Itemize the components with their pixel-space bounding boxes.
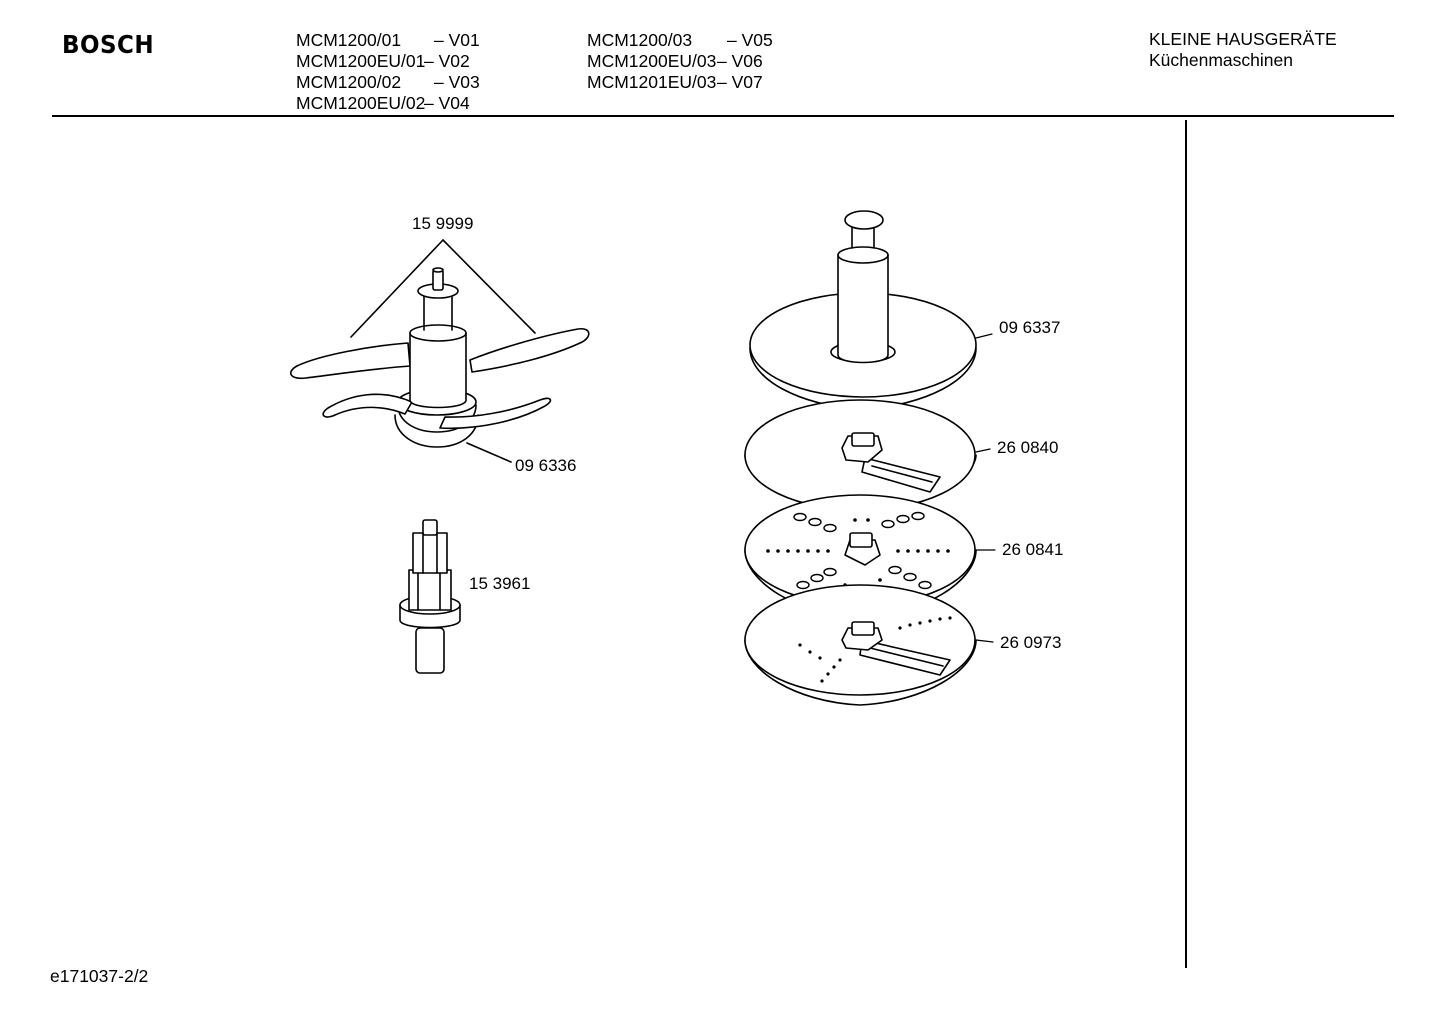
brand-logo: BOSCH (62, 30, 155, 59)
slicing-disc-drawing (744, 399, 977, 514)
model-version: – V03 (434, 72, 480, 92)
category-title: KLEINE HAUSGERÄTE (1149, 29, 1337, 49)
model-version: – V06 (717, 51, 763, 71)
model-version: – V01 (434, 30, 480, 50)
part-label-blade-insert: 09 6336 (515, 456, 577, 475)
part-label-blade-housing: 15 9999 (412, 214, 474, 233)
category-block: KLEINE HAUSGERÄTE Küchenmaschinen (1149, 29, 1337, 71)
blade-assembly-drawing (290, 239, 590, 463)
model-list-left: MCM1200/01 – V01 MCM1200EU/01– V02 MCM120… (296, 30, 536, 114)
part-label-disc-carrier: 09 6337 (999, 318, 1061, 337)
model-version: – V05 (727, 30, 773, 50)
disc-carrier-drawing (749, 210, 977, 411)
part-label-shredding-disc: 26 0973 (1000, 633, 1062, 652)
model-version: – V07 (717, 72, 763, 92)
model-code: MCM1200/03 (587, 30, 693, 50)
model-code: MCM1200/02 (296, 72, 402, 92)
model-code: MCM1200EU/02 (296, 93, 426, 113)
part-label-slicing-disc: 26 0840 (997, 438, 1059, 457)
drawing-id: e171037-2/2 (50, 966, 149, 986)
shredding-disc-drawing (744, 584, 977, 706)
model-row: MCM1200EU/03– V06 (587, 51, 827, 72)
model-row: MCM1200EU/01– V02 (296, 51, 536, 72)
shredding-perforations (798, 616, 952, 683)
model-code: MCM1200/01 (296, 30, 402, 50)
drive-shaft-drawing (399, 519, 461, 674)
model-list-right: MCM1200/03 – V05 MCM1200EU/03– V06 MCM120… (587, 30, 827, 93)
model-code: MCM1200EU/01 (296, 51, 426, 71)
model-code: MCM1200EU/03 (587, 51, 717, 71)
model-row: MCM1200EU/02– V04 (296, 93, 536, 114)
model-version: – V04 (424, 93, 470, 113)
model-row: MCM1200/01 – V01 (296, 30, 536, 51)
model-version: – V02 (424, 51, 470, 71)
category-subtitle: Küchenmaschinen (1149, 50, 1293, 70)
part-label-grating-disc: 26 0841 (1002, 540, 1064, 559)
part-label-drive-shaft: 15 3961 (469, 574, 531, 593)
column-divider (1185, 120, 1187, 968)
model-row: MCM1201EU/03– V07 (587, 72, 827, 93)
leader-lines (975, 333, 996, 643)
grating-holes (793, 511, 932, 590)
model-code: MCM1201EU/03 (587, 72, 717, 92)
header-divider (52, 115, 1394, 117)
model-row: MCM1200/02 – V03 (296, 72, 536, 93)
model-row: MCM1200/03 – V05 (587, 30, 827, 51)
